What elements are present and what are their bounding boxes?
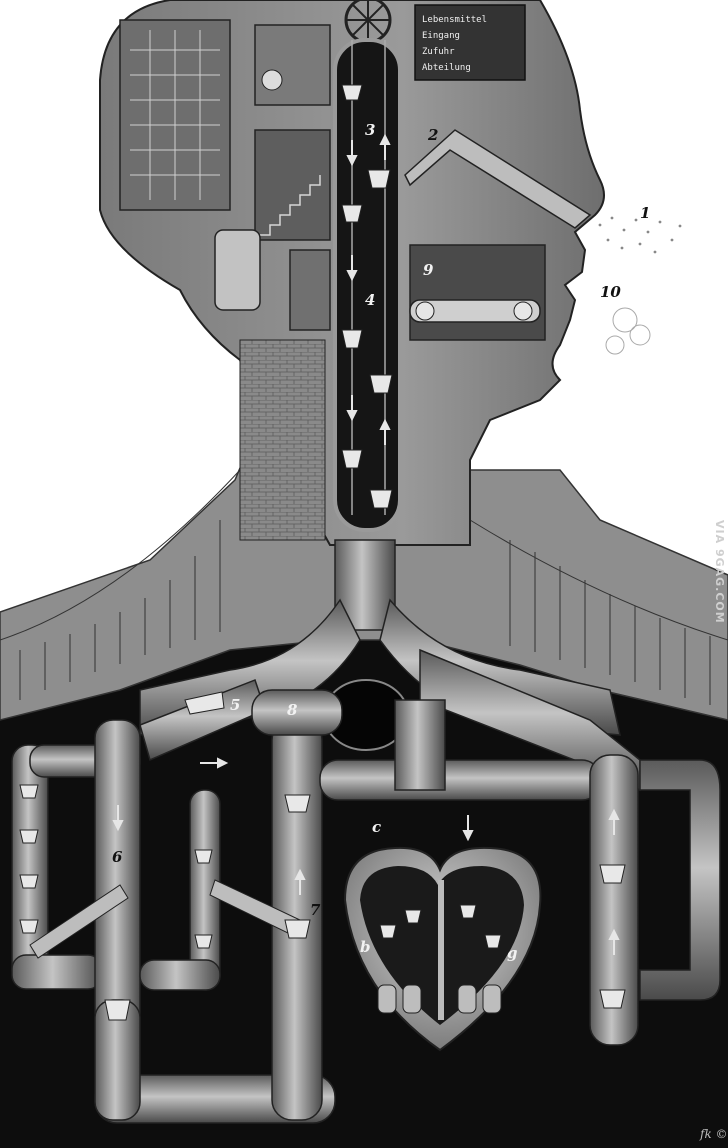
pipe-eight-cap <box>251 689 343 736</box>
artist-signature: fk © <box>699 1127 728 1141</box>
heart-valves <box>377 984 502 1014</box>
diagonal-cross-pipe <box>29 884 129 959</box>
watermark: VIA 9GAG.COM <box>713 520 726 624</box>
heart-feed-pipe <box>319 759 601 801</box>
pipe-buckets <box>19 691 626 1021</box>
panel-line-1: Lebensmittel <box>422 15 487 25</box>
tongue-conveyor <box>409 299 541 323</box>
label-9: 9 <box>423 261 434 279</box>
label-4: 4 <box>365 291 375 309</box>
label-3: 3 <box>365 121 375 139</box>
label-10: 10 <box>600 283 621 301</box>
tall-left-center-pipe <box>94 719 141 1031</box>
inhaled-air-dots <box>598 216 682 254</box>
exhaled-air-swirls <box>605 307 651 355</box>
boiler-machine <box>214 229 261 311</box>
panel-line-4: Abteilung <box>422 63 471 73</box>
label-5: 5 <box>230 696 240 714</box>
lower-flow-arrows <box>112 757 620 955</box>
command-panel <box>414 4 526 81</box>
label-6: 6 <box>112 848 123 866</box>
control-dial <box>261 69 283 91</box>
tongue-roller-left <box>415 301 435 321</box>
panel-line-2: Eingang <box>422 31 460 41</box>
label-1: 1 <box>640 204 650 222</box>
elevator-buckets <box>341 84 393 509</box>
panel-line-3: Zufuhr <box>422 47 455 57</box>
label-7: 7 <box>310 901 321 919</box>
aorta-pipe <box>394 699 446 791</box>
nasal-conveyor <box>404 129 592 229</box>
neck-brick-wall <box>239 339 326 541</box>
bridge-cables <box>0 469 728 705</box>
control-room <box>254 24 331 106</box>
staircase <box>260 175 321 236</box>
tongue-roller-right <box>513 301 533 321</box>
operator-booth <box>289 249 331 331</box>
mouth-chamber <box>409 244 546 341</box>
shaft-arrows <box>346 133 391 445</box>
label-b: b <box>360 938 371 956</box>
left-outer-pipe-loop <box>11 744 103 990</box>
archive-shelves <box>130 30 220 200</box>
right-return-pipe <box>639 759 721 1001</box>
wheel-spokes <box>346 0 390 42</box>
bronchi-right <box>379 598 621 736</box>
right-tall-pipe <box>589 754 639 1046</box>
heart-buckets <box>379 904 502 949</box>
label-8: 8 <box>287 701 298 719</box>
label-c: c <box>372 818 381 836</box>
label-g: g <box>507 944 518 962</box>
label-2: 2 <box>427 126 438 144</box>
